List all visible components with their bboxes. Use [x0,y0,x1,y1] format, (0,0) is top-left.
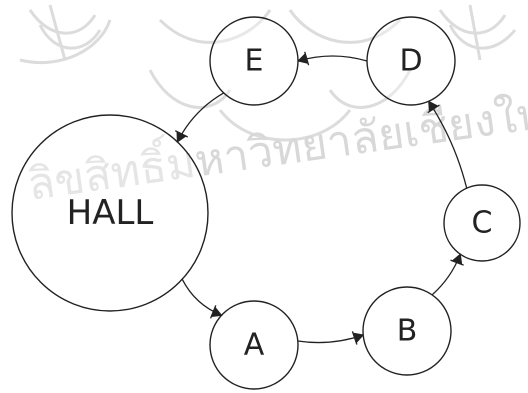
node-d: D [366,16,456,106]
edge-d-to-e [297,51,368,66]
node-label: A [244,328,265,363]
node-label: D [399,44,422,79]
watermark-ornament-center [148,9,412,142]
node-circle [11,114,209,312]
arrow-tick [427,104,440,114]
node-circle [209,300,299,390]
arrow-tick [304,51,310,66]
node-e: E [209,16,299,106]
edge-b-to-c [431,253,464,296]
node-label: B [397,314,418,349]
node-b: B [362,286,452,376]
node-circle [443,184,521,262]
node-label: HALL [67,193,154,233]
node-layer: HALL A B C D E [11,16,521,390]
edge-e-to-hall [174,92,225,143]
node-circle [362,286,452,376]
node-circle [366,16,456,106]
watermark-ornament-left [19,4,112,65]
node-label: E [245,44,264,79]
edge-layer [174,51,468,345]
arrow-tick [450,259,464,266]
arrow-tick [351,331,358,345]
edge-c-to-d [427,100,468,189]
edge-hall-to-a [181,278,223,319]
node-hall: HALL [11,114,209,312]
edge-a-to-b [297,331,365,345]
node-a: A [209,300,299,390]
arrow-tick [174,130,188,138]
arrow-tick [209,305,217,319]
node-c: C [443,184,521,262]
watermark-ornament-right [438,4,517,61]
edge-line [297,55,368,62]
node-circle [209,16,299,106]
node-label: C [472,206,493,241]
